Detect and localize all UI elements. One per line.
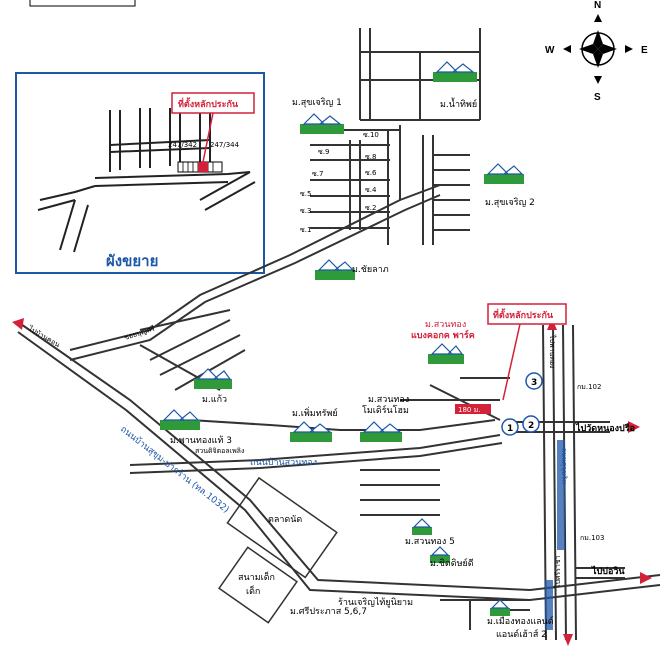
house-icon bbox=[484, 163, 524, 184]
label-mueangthong: ม.เมืองทองแลนด์ bbox=[487, 615, 554, 627]
house-icon bbox=[194, 368, 232, 389]
label-phoemsap: ม.เพิ่มทรัพย์ bbox=[292, 406, 338, 419]
label-temple: สวนดิจิตอลเพลิง bbox=[195, 447, 244, 455]
label-namthip: ม.น้ำทิพย์ bbox=[440, 97, 477, 110]
house-icon bbox=[433, 61, 477, 82]
house-icon bbox=[430, 546, 450, 563]
label-field2: เด็ก bbox=[246, 584, 260, 597]
direction-arrows bbox=[12, 318, 652, 646]
soi-6: ซ.6 bbox=[365, 169, 377, 177]
top-frame bbox=[29, 0, 136, 7]
house-icon bbox=[428, 343, 464, 364]
soi-7: ซ.7 bbox=[312, 170, 323, 178]
road-to-pan-thong: ไปพานทอง bbox=[548, 334, 557, 369]
main-marker-label: ที่ตั้งหลักประกัน bbox=[493, 308, 554, 321]
marker-1: 1 bbox=[507, 424, 513, 434]
label-mueangthong2: แอนด์เฮ้าส์ 2 bbox=[496, 628, 547, 640]
road-main-vertical: ถนนสุขุมวิท bbox=[560, 448, 568, 484]
road-suanthong-label: ถนนบ้านสวนทอง bbox=[250, 457, 317, 468]
inset-title: ผังขยาย bbox=[106, 252, 158, 270]
road-to-ban-khon: ไปบ้านคอน bbox=[26, 323, 62, 349]
road-to-bo-win: ไปบ่อวิน bbox=[591, 565, 625, 577]
label-sukcharoen1: ม.สุขเจริญ 1 bbox=[292, 97, 342, 108]
marker-2: 2 bbox=[528, 421, 534, 431]
soi-1: ซ.1 bbox=[300, 226, 311, 234]
soi-4: ซ.4 bbox=[365, 186, 377, 194]
compass-rose: N S E W bbox=[545, 0, 648, 103]
road-to-sriracha: ไปศรีราชา bbox=[553, 555, 562, 589]
soi-3: ซ.3 bbox=[300, 207, 311, 215]
compass-s: S bbox=[594, 92, 601, 103]
house-icon bbox=[300, 113, 344, 134]
soi-8: ซ.8 bbox=[365, 153, 376, 161]
distance-label: 180 ม. bbox=[458, 406, 480, 414]
compass-n: N bbox=[594, 0, 601, 11]
inset-plot-right-label: 247/344 bbox=[210, 141, 240, 149]
label-sakaeo: ม.แก้ว bbox=[202, 394, 227, 405]
label-suanthong-park: แบงคอกค พาร์ค bbox=[411, 329, 475, 341]
market-block bbox=[226, 476, 338, 579]
house-icons bbox=[160, 61, 524, 616]
label-suanthong5: ม.สวนทอง 5 bbox=[405, 537, 455, 547]
house-icon bbox=[360, 421, 402, 442]
road-blue-strip-2 bbox=[545, 580, 553, 630]
label-shop: ร้านเจริญไท้ยูนิยาม bbox=[338, 597, 413, 608]
inset-plot-highlight bbox=[198, 162, 208, 172]
label-suanthong-mid1: ม.สวนทอง bbox=[368, 395, 409, 405]
map-labels: ม.สุขเจริญ 1 ม.น้ำทิพย์ ม.สุขเจริญ 2 ม.ช… bbox=[26, 97, 635, 640]
house-icon bbox=[490, 599, 510, 616]
house-icon bbox=[290, 421, 332, 442]
label-market: ตลาดนัด bbox=[268, 515, 302, 525]
house-icon bbox=[315, 259, 355, 280]
road-network bbox=[17, 28, 661, 641]
label-suanthong-mid2: โมเดิร์นโฮม bbox=[362, 404, 409, 416]
compass-w: W bbox=[545, 45, 555, 56]
km102-label: กม.102 bbox=[577, 383, 601, 391]
soi-2: ซ.2 bbox=[365, 204, 376, 212]
house-icon bbox=[160, 409, 200, 430]
soi-5: ซ.5 bbox=[300, 190, 311, 198]
compass-e: E bbox=[641, 45, 648, 56]
numbered-markers: 3 1 2 bbox=[501, 372, 543, 436]
road-to-nong-prue: ไปวัดหนองปรือ bbox=[575, 422, 635, 434]
inset-marker-label: ที่ตั้งหลักประกัน bbox=[178, 97, 239, 110]
label-panthong3: ม.พานทองแท้ 3 bbox=[170, 435, 232, 446]
road-blue-strip bbox=[557, 440, 565, 550]
label-sinprakan: ม.ศรีประภาส 5,6,7 bbox=[290, 606, 367, 617]
house-icon bbox=[412, 518, 432, 535]
km103-label: กม.103 bbox=[580, 534, 604, 542]
label-chaiyalap: ม.ชัยลาภ bbox=[352, 265, 389, 275]
label-field: สนามเด็ก bbox=[238, 570, 275, 583]
main-marker: ที่ตั้งหลักประกัน 180 ม. bbox=[455, 303, 567, 414]
inset-plot-left-label: 247/342 bbox=[168, 141, 197, 149]
soi-9: ซ.9 bbox=[318, 148, 329, 156]
label-thiddit: ม.ชิดดิษย์ดี bbox=[430, 557, 474, 569]
label-sukcharoen2: ม.สุขเจริญ 2 bbox=[485, 197, 535, 208]
field-block bbox=[218, 546, 298, 624]
inset-map: 247/342 247/344 ที่ตั้งหลักประกัน ผังขยา… bbox=[15, 72, 265, 274]
soi-10: ซ.10 bbox=[363, 131, 379, 139]
marker-3: 3 bbox=[531, 378, 537, 388]
label-suanthong-top: ม.สวนทอง bbox=[425, 320, 466, 330]
